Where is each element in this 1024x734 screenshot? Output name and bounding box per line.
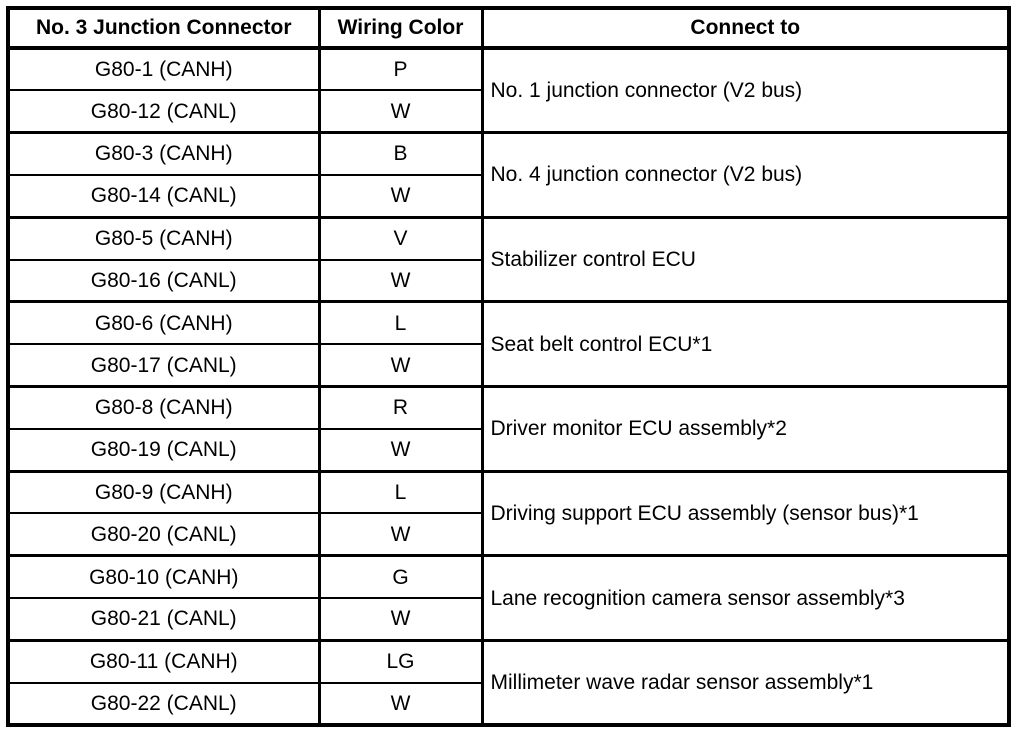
table-row: G80-21 (CANL)W [8,597,1009,641]
connect-to-cell: Lane recognition camera sensor assembly*… [480,554,1009,641]
connector-pin-cell: G80-6 (CANH) [8,300,319,345]
wiring-color-cell: W [317,681,482,725]
wiring-color-cell: B [317,131,482,175]
wiring-color-cell: L [317,469,482,514]
connector-pin-cell: G80-20 (CANL) [8,512,319,556]
wiring-color-cell: V [317,215,482,260]
connector-pin-cell: G80-1 (CANH) [8,46,319,91]
connector-pin-cell: G80-9 (CANH) [8,469,319,514]
connector-pin-cell: G80-10 (CANH) [8,554,319,599]
column-header-junction-connector: No. 3 Junction Connector [8,8,319,50]
wiring-color-cell: W [317,258,482,302]
connector-pin-cell: G80-19 (CANL) [8,427,319,472]
header-row: No. 3 Junction Connector Wiring Color Co… [8,8,1009,50]
wiring-color-cell: W [317,597,482,641]
wiring-color-cell: LG [317,638,482,683]
connector-pin-cell: G80-12 (CANL) [8,89,319,133]
connect-to-cell: Stabilizer control ECU [480,215,1009,302]
column-header-connect-to: Connect to [480,8,1009,50]
connector-pin-cell: G80-17 (CANL) [8,343,319,387]
wiring-color-cell: W [317,343,482,387]
connector-pin-cell: G80-3 (CANH) [8,131,319,175]
connect-to-cell: No. 4 junction connector (V2 bus) [480,131,1009,218]
wiring-color-cell: G [317,554,482,599]
connect-to-cell: Driving support ECU assembly (sensor bus… [480,469,1009,556]
wiring-color-cell: R [317,384,482,429]
connector-pin-cell: G80-8 (CANH) [8,384,319,429]
connect-to-cell: No. 1 junction connector (V2 bus) [480,46,1009,133]
table-row: G80-20 (CANL)W [8,512,1009,556]
table-row: G80-14 (CANL)W [8,173,1009,218]
table-row: G80-12 (CANL)W [8,89,1009,133]
table-row: G80-22 (CANL)W [8,681,1009,725]
wiring-color-cell: W [317,173,482,218]
table-row: G80-16 (CANL)W [8,258,1009,302]
wiring-color-cell: W [317,512,482,556]
connector-pin-cell: G80-14 (CANL) [8,173,319,218]
table-row: G80-17 (CANL)W [8,343,1009,387]
connector-pin-cell: G80-5 (CANH) [8,215,319,260]
table-row: G80-19 (CANL)W [8,427,1009,472]
wiring-color-cell: W [317,89,482,133]
connect-to-cell: Seat belt control ECU*1 [480,300,1009,387]
wiring-color-cell: L [317,300,482,345]
connector-pin-cell: G80-21 (CANL) [8,597,319,641]
connect-to-cell: Driver monitor ECU assembly*2 [480,385,1009,472]
junction-connector-table: No. 3 Junction Connector Wiring Color Co… [6,6,1011,727]
connector-pin-cell: G80-22 (CANL) [8,681,319,725]
column-header-wiring-color: Wiring Color [317,8,482,50]
table-header: No. 3 Junction Connector Wiring Color Co… [8,8,1009,50]
connect-to-cell: Millimeter wave radar sensor assembly*1 [480,638,1009,725]
connector-pin-cell: G80-11 (CANH) [8,638,319,683]
connector-pin-cell: G80-16 (CANL) [8,258,319,302]
wiring-color-cell: P [317,46,482,91]
wiring-color-cell: W [317,427,482,472]
